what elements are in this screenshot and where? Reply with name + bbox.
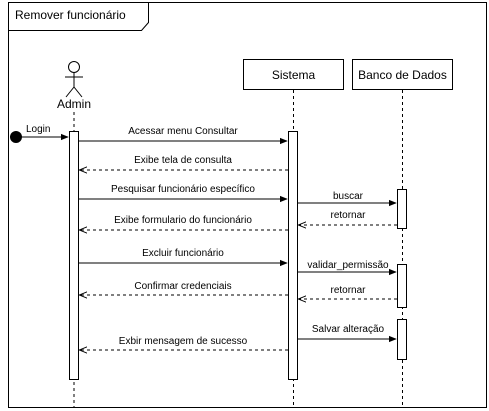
- frame-title-tab: [8, 2, 149, 31]
- msg-4-label: buscar: [333, 191, 364, 202]
- found-message-start-dot: [10, 131, 22, 143]
- msg-9-label: Confirmar credenciais: [134, 281, 231, 292]
- frame-border: [8, 2, 487, 408]
- msg-8: validar_permissão: [298, 260, 397, 276]
- msg-10-label: retornar: [330, 285, 366, 296]
- msg-9: Confirmar credenciais: [80, 281, 288, 295]
- msg-5: retornar: [299, 210, 397, 225]
- msg-1-label: Acessar menu Consultar: [128, 126, 238, 137]
- msg-12: Exbir mensagem de sucesso: [80, 336, 288, 350]
- msg-7-label: Excluir funcionário: [142, 248, 224, 259]
- msg-6: Exibe formulario do funcionário: [80, 215, 288, 230]
- msg-12-label: Exbir mensagem de sucesso: [119, 336, 248, 347]
- msg-8-label: validar_permissão: [307, 260, 389, 271]
- activation-banco-1: [397, 189, 407, 229]
- msg-1: Acessar menu Consultar: [79, 126, 288, 145]
- msg-6-label: Exibe formulario do funcionário: [114, 215, 252, 226]
- msg-7: Excluir funcionário: [79, 248, 288, 267]
- msg-4: buscar: [298, 191, 397, 207]
- found-message-label: Login: [26, 124, 50, 135]
- msg-11: Salvar alteração: [298, 324, 397, 343]
- msg-11-label: Salvar alteração: [312, 324, 385, 335]
- msg-2: Exibe tela de consulta: [80, 155, 288, 170]
- lifeline-header-banco[interactable]: [352, 59, 453, 90]
- activation-admin: [69, 131, 79, 380]
- lifeline-header-sistema[interactable]: [243, 59, 344, 90]
- activation-banco-2: [397, 264, 407, 308]
- actor-admin-icon[interactable]: [65, 61, 83, 98]
- lifeline-label-banco: Banco de Dados: [358, 68, 447, 82]
- msg-3-label: Pesquisar funcionário específico: [111, 184, 255, 195]
- msg-5-label: retornar: [330, 210, 366, 221]
- actor-label-admin: Admin: [57, 97, 91, 111]
- msg-10: retornar: [299, 285, 397, 299]
- lifeline-label-sistema: Sistema: [272, 68, 316, 82]
- frame-title: Remover funcionário: [15, 8, 126, 22]
- msg-3: Pesquisar funcionário específico: [79, 184, 288, 203]
- msg-2-label: Exibe tela de consulta: [134, 155, 232, 166]
- activation-banco-3: [397, 319, 407, 360]
- activation-sistema: [288, 131, 298, 380]
